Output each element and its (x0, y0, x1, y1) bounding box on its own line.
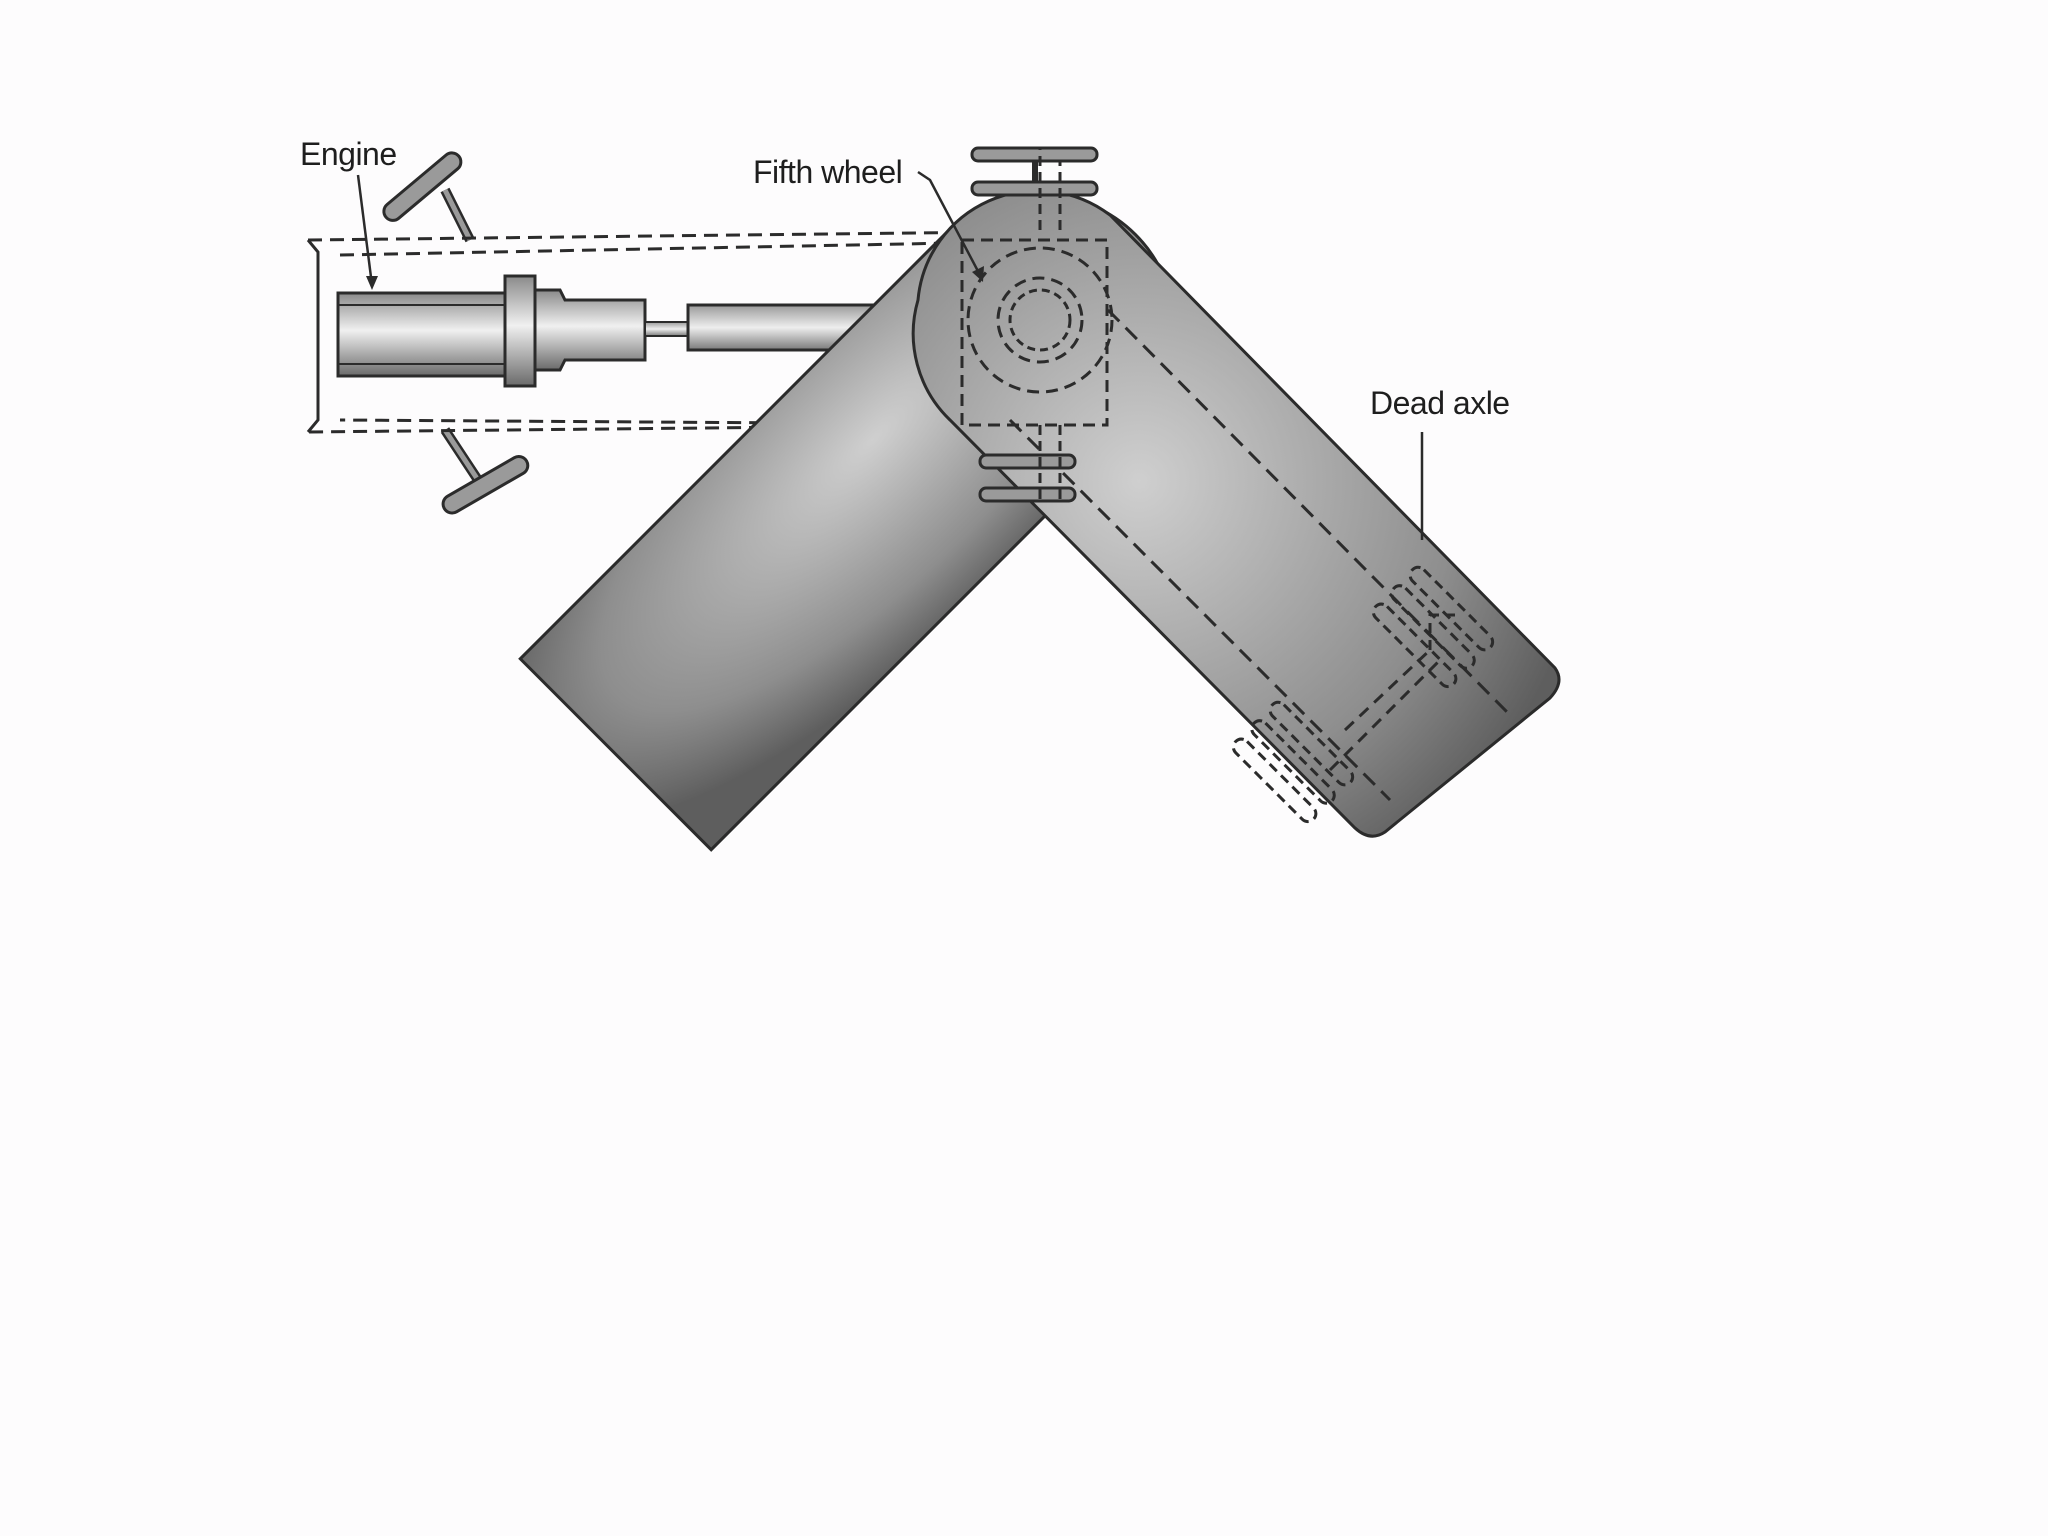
dead-axle-label: Dead axle (1370, 385, 1510, 421)
engine-label: Engine (300, 136, 397, 172)
dead-axle-wheels (1231, 565, 1495, 824)
semi-trailer (518, 189, 1561, 852)
trailer-body (911, 189, 1561, 838)
clutch-housing (503, 274, 537, 388)
rear-wheel-bottom-inner (978, 453, 1077, 470)
front-axle-bottom (440, 427, 530, 515)
fifth-wheel-label: Fifth wheel (753, 154, 902, 190)
front-axle-top (382, 151, 475, 243)
front-wheel-top (382, 151, 463, 222)
trailer-wheel-lower (1231, 700, 1355, 824)
rear-wheel-bottom-outer (978, 486, 1077, 503)
engine (336, 274, 647, 388)
front-wheel-bottom (441, 455, 530, 515)
tractor-front-edge (306, 239, 320, 433)
rear-wheel-top-inner (970, 180, 1099, 197)
rear-axle (970, 146, 1099, 503)
engine-leader (356, 174, 374, 286)
gearbox (533, 288, 647, 372)
trailer-wheel-upper (1371, 565, 1495, 689)
rear-wheel-top-outer (970, 146, 1099, 163)
fifth-wheel (960, 238, 1114, 427)
fifth-wheel-leader (917, 170, 982, 276)
leader-lines (356, 170, 1424, 540)
